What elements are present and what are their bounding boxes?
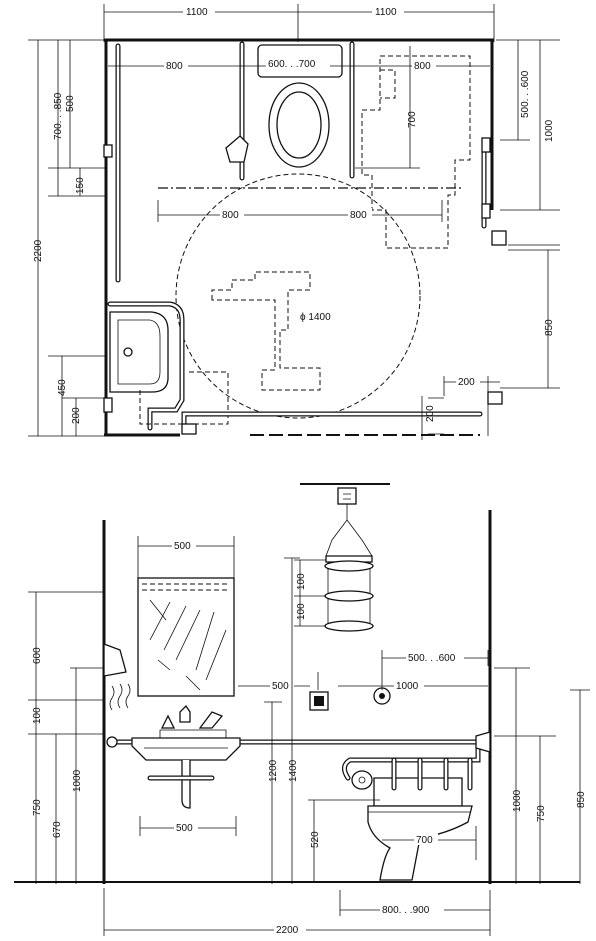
plan-height-total: 2200	[33, 239, 44, 262]
plan-turning-circle-label: ϕ 1400	[300, 312, 331, 323]
plan-toilet-width: 600. . .700	[268, 59, 316, 70]
elev-toilet-bowl	[367, 805, 473, 881]
plan-top-width-left: 1100	[186, 7, 208, 18]
elev-mid-dim-lines	[264, 557, 300, 884]
elev-mirror-top: 600	[32, 647, 43, 664]
plan-bottom-left-mount	[103, 397, 113, 413]
elev-sink-faucet	[179, 704, 191, 723]
plan-left-450: 450	[57, 379, 68, 396]
elev-dryer-100: 100	[32, 707, 43, 724]
plan-mid-right: 800	[350, 210, 367, 221]
elev-vert-1200: 1200	[268, 759, 279, 782]
elev-sink-drain-pipe	[181, 760, 191, 809]
elev-right-dim-lines	[494, 667, 590, 884]
elev-mirror-hatch	[149, 599, 227, 691]
plan-right-wall-mount	[481, 137, 491, 153]
plan-right-850: 850	[544, 319, 555, 336]
elev-mirror	[137, 577, 235, 697]
plan-wheelchair-outline-center	[211, 271, 321, 391]
plan-left-150: 150	[75, 177, 86, 194]
plan-bottom-fixture	[181, 423, 197, 435]
elev-total-width: 2200	[276, 925, 299, 936]
plan-700-line	[355, 46, 420, 169]
plan-basin	[109, 311, 169, 393]
elev-sink-1000: 1000	[72, 769, 83, 792]
plan-wheelchair-outline-right	[361, 55, 471, 249]
plan-door-200-vertical: 200	[425, 405, 436, 422]
elev-shelf-ring-3	[324, 620, 374, 632]
plan-top-right-bg	[372, 5, 404, 18]
plan-clear-right: 800	[414, 61, 431, 72]
plan-left-inner: 500	[65, 95, 76, 112]
elev-vert-1400: 1400	[288, 759, 299, 782]
plan-mid-left: 800	[222, 210, 239, 221]
elev-seat-dim-lines	[308, 799, 477, 882]
elev-sink-handle-right	[198, 711, 224, 729]
plan-clear-left: 800	[166, 61, 183, 72]
elev-spacing-100b: 100	[296, 603, 307, 620]
elev-rail-bracket	[475, 731, 491, 753]
elev-left-dim-lines	[28, 591, 104, 884]
plan-top-left-bg	[183, 5, 215, 18]
elevation-view: 100 100 500 500 1000 500. . .600	[14, 483, 590, 936]
plan-left-outer: 700. . .850	[53, 92, 64, 140]
elev-mirror-width: 500	[174, 541, 191, 552]
elev-right-850: 850	[576, 791, 587, 808]
elev-floor-800-900: 800. . .900	[382, 905, 430, 916]
plan-basin-drain	[123, 347, 133, 357]
plan-left-wall-mount	[103, 144, 113, 158]
elev-right-750: 750	[536, 805, 547, 822]
elev-dryer-air	[109, 683, 131, 711]
plan-toilet-seat	[276, 91, 322, 159]
elev-button-500: 500	[272, 681, 289, 692]
plan-view: 1100 1100 800 600. . .700 800 700 8	[28, 4, 560, 440]
plan-left-200: 200	[71, 407, 82, 424]
plan-left-dim-lines	[28, 39, 106, 437]
plan-door-jamb-lower	[487, 391, 503, 405]
plan-top-dimension-line	[103, 4, 495, 42]
elev-seat-520: 520	[310, 831, 321, 848]
elev-seat-700: 700	[416, 835, 433, 846]
elev-sink-670: 670	[52, 821, 63, 838]
plan-row-800-mid-line	[157, 200, 443, 222]
elev-sink-750: 750	[32, 799, 43, 816]
elev-right-1000: 1000	[512, 789, 523, 812]
elev-right-500-600: 500. . .600	[408, 653, 456, 664]
plan-top-width-right: 1100	[375, 7, 397, 18]
elev-shelf-ring-1	[324, 560, 374, 572]
plan-right-dim-lines	[496, 39, 560, 389]
plan-door-threshold	[508, 244, 560, 251]
plan-door-jamb-upper	[491, 230, 507, 246]
plan-right-500-600: 500. . .600	[520, 70, 531, 118]
elev-spacing-100a: 100	[296, 573, 307, 590]
plan-door-200-horizontal: 200	[458, 377, 475, 388]
elev-shelf-spacing-line	[294, 559, 326, 627]
plan-grab-depth: 700	[407, 111, 418, 128]
elev-ceiling-box	[337, 487, 357, 505]
elev-hand-dryer	[103, 643, 127, 677]
elev-paper-roll	[351, 770, 373, 790]
elev-sink-width: 500	[176, 823, 193, 834]
elev-button-1000: 1000	[396, 681, 419, 692]
plan-paper-holder	[225, 135, 249, 163]
plan-turning-circle	[175, 173, 421, 419]
elev-sink-basin	[131, 737, 241, 761]
elev-sink-handle-left	[160, 714, 176, 729]
plan-right-1000: 1000	[544, 119, 555, 142]
elev-shelf-ring-2	[324, 590, 374, 602]
